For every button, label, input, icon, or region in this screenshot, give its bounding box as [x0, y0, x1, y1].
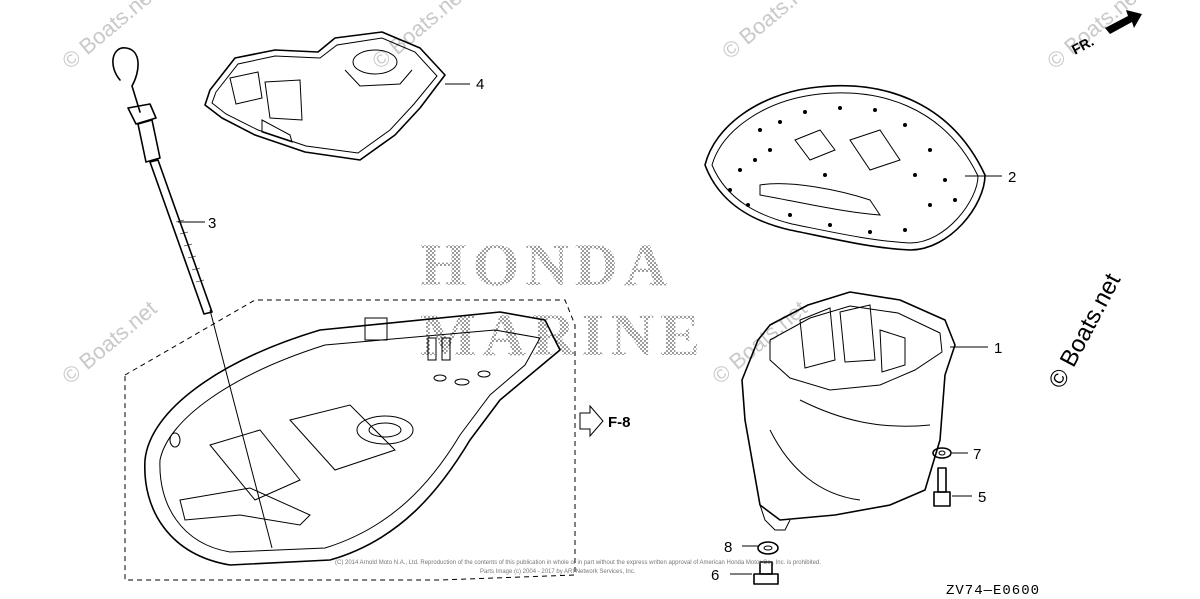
watermark-boats-3: © Boats.net	[717, 0, 821, 64]
part-under-cover-group	[124, 299, 576, 581]
part-gasket-upper	[204, 31, 446, 161]
watermark-boats-large: © Boats.net	[1043, 269, 1126, 393]
callout-8: 8	[724, 539, 732, 556]
diagram-code: ZV74—E0600	[946, 583, 1040, 599]
callout-5: 5	[978, 489, 986, 506]
section-ref-label: F-8	[608, 414, 631, 431]
part-washer-8	[757, 541, 779, 555]
callout-1: 1	[994, 340, 1002, 357]
part-washer-7	[932, 447, 952, 459]
watermark-boats-5: © Boats.net	[57, 296, 161, 389]
fr-arrow-icon	[1105, 10, 1142, 34]
part-drain-bolt-6	[753, 561, 779, 585]
copyright-line2: Parts Image (c) 2004 - 2017 by ARI Netwo…	[480, 569, 636, 575]
callout-3: 3	[208, 215, 216, 232]
callout-7: 7	[973, 446, 981, 463]
watermark-boats-6: © Boats.net	[707, 296, 811, 389]
part-plate	[704, 84, 986, 251]
part-oil-case	[741, 291, 956, 531]
watermark-boats-2: © Boats.net	[367, 0, 471, 74]
callout-6: 6	[711, 567, 719, 584]
watermark-boats-4: © Boats.net	[1042, 0, 1146, 74]
watermark-boats-1: © Boats.net	[57, 0, 161, 74]
callout-2: 2	[1008, 169, 1016, 186]
watermark-brand-line1: HONDA	[420, 232, 673, 298]
callout-4: 4	[476, 76, 484, 93]
copyright-line1: (C) 2014 Arnold Moto N.A., Ltd. Reproduc…	[335, 560, 821, 566]
section-reference: F-8	[579, 404, 631, 438]
part-dipstick	[112, 47, 213, 315]
part-bolt-5	[933, 467, 951, 507]
honda-marine-watermark: HONDA MARINE	[420, 232, 706, 368]
watermark-brand-line2: MARINE	[420, 302, 706, 368]
